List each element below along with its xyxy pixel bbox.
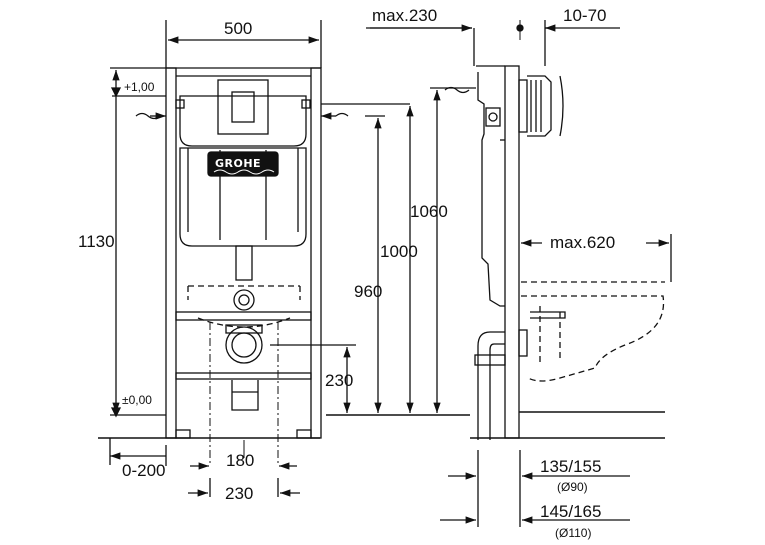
toilet-bowl-outline [521, 281, 665, 382]
label-drain-230: 230 [225, 484, 254, 503]
flush-plate [217, 79, 269, 135]
label-dia-90: (Ø90) [557, 480, 588, 494]
drain-outlet [225, 326, 263, 364]
height-dimensions [270, 87, 476, 416]
cistern [175, 95, 311, 247]
frame-foot-right [296, 429, 312, 439]
label-drain-180: 180 [226, 451, 255, 470]
side-frame [504, 65, 520, 439]
brand-logo-text: GROHE [215, 157, 262, 170]
side-water-inlet [444, 86, 470, 94]
flush-button [231, 91, 255, 123]
side-cistern [477, 72, 505, 307]
label-dia-110: (Ø110) [555, 526, 592, 540]
label-145-165: 145/165 [540, 502, 602, 521]
side-plate [527, 75, 552, 137]
frame-left-post [165, 67, 177, 439]
side-view [366, 20, 672, 527]
side-drain-bend [477, 331, 505, 440]
label-height-1130: 1130 [78, 232, 115, 251]
label-max-620: max.620 [550, 233, 616, 252]
drain-pipe [231, 380, 259, 411]
label-width-500: 500 [224, 19, 253, 38]
label-level-floor: ±0,00 [122, 393, 152, 407]
grohe-logo [207, 151, 279, 177]
level-top-mark [110, 87, 122, 98]
frame-right-post [310, 67, 322, 439]
label-960: 960 [354, 282, 383, 301]
side-cover [559, 75, 564, 137]
label-level-top: +1,00 [124, 80, 155, 94]
label-230: 230 [325, 371, 354, 390]
front-view [98, 20, 349, 497]
frame-foot-left [175, 429, 191, 439]
label-1060: 1060 [410, 202, 448, 221]
side-plate-housing [518, 79, 528, 133]
flush-outlet [233, 289, 255, 311]
flush-pipe [235, 245, 253, 281]
label-135-155: 135/155 [540, 457, 602, 476]
frame-rail-low [175, 372, 312, 380]
level-floor-mark [110, 407, 122, 418]
label-offset-0-200: 0-200 [122, 461, 166, 480]
bolt-line [530, 311, 566, 319]
label-1000: 1000 [380, 242, 418, 261]
water-inlet-right [335, 112, 349, 117]
label-max-230: max.230 [372, 6, 438, 25]
label-10-70: 10-70 [563, 6, 607, 25]
frame-rail-mid [175, 311, 312, 321]
